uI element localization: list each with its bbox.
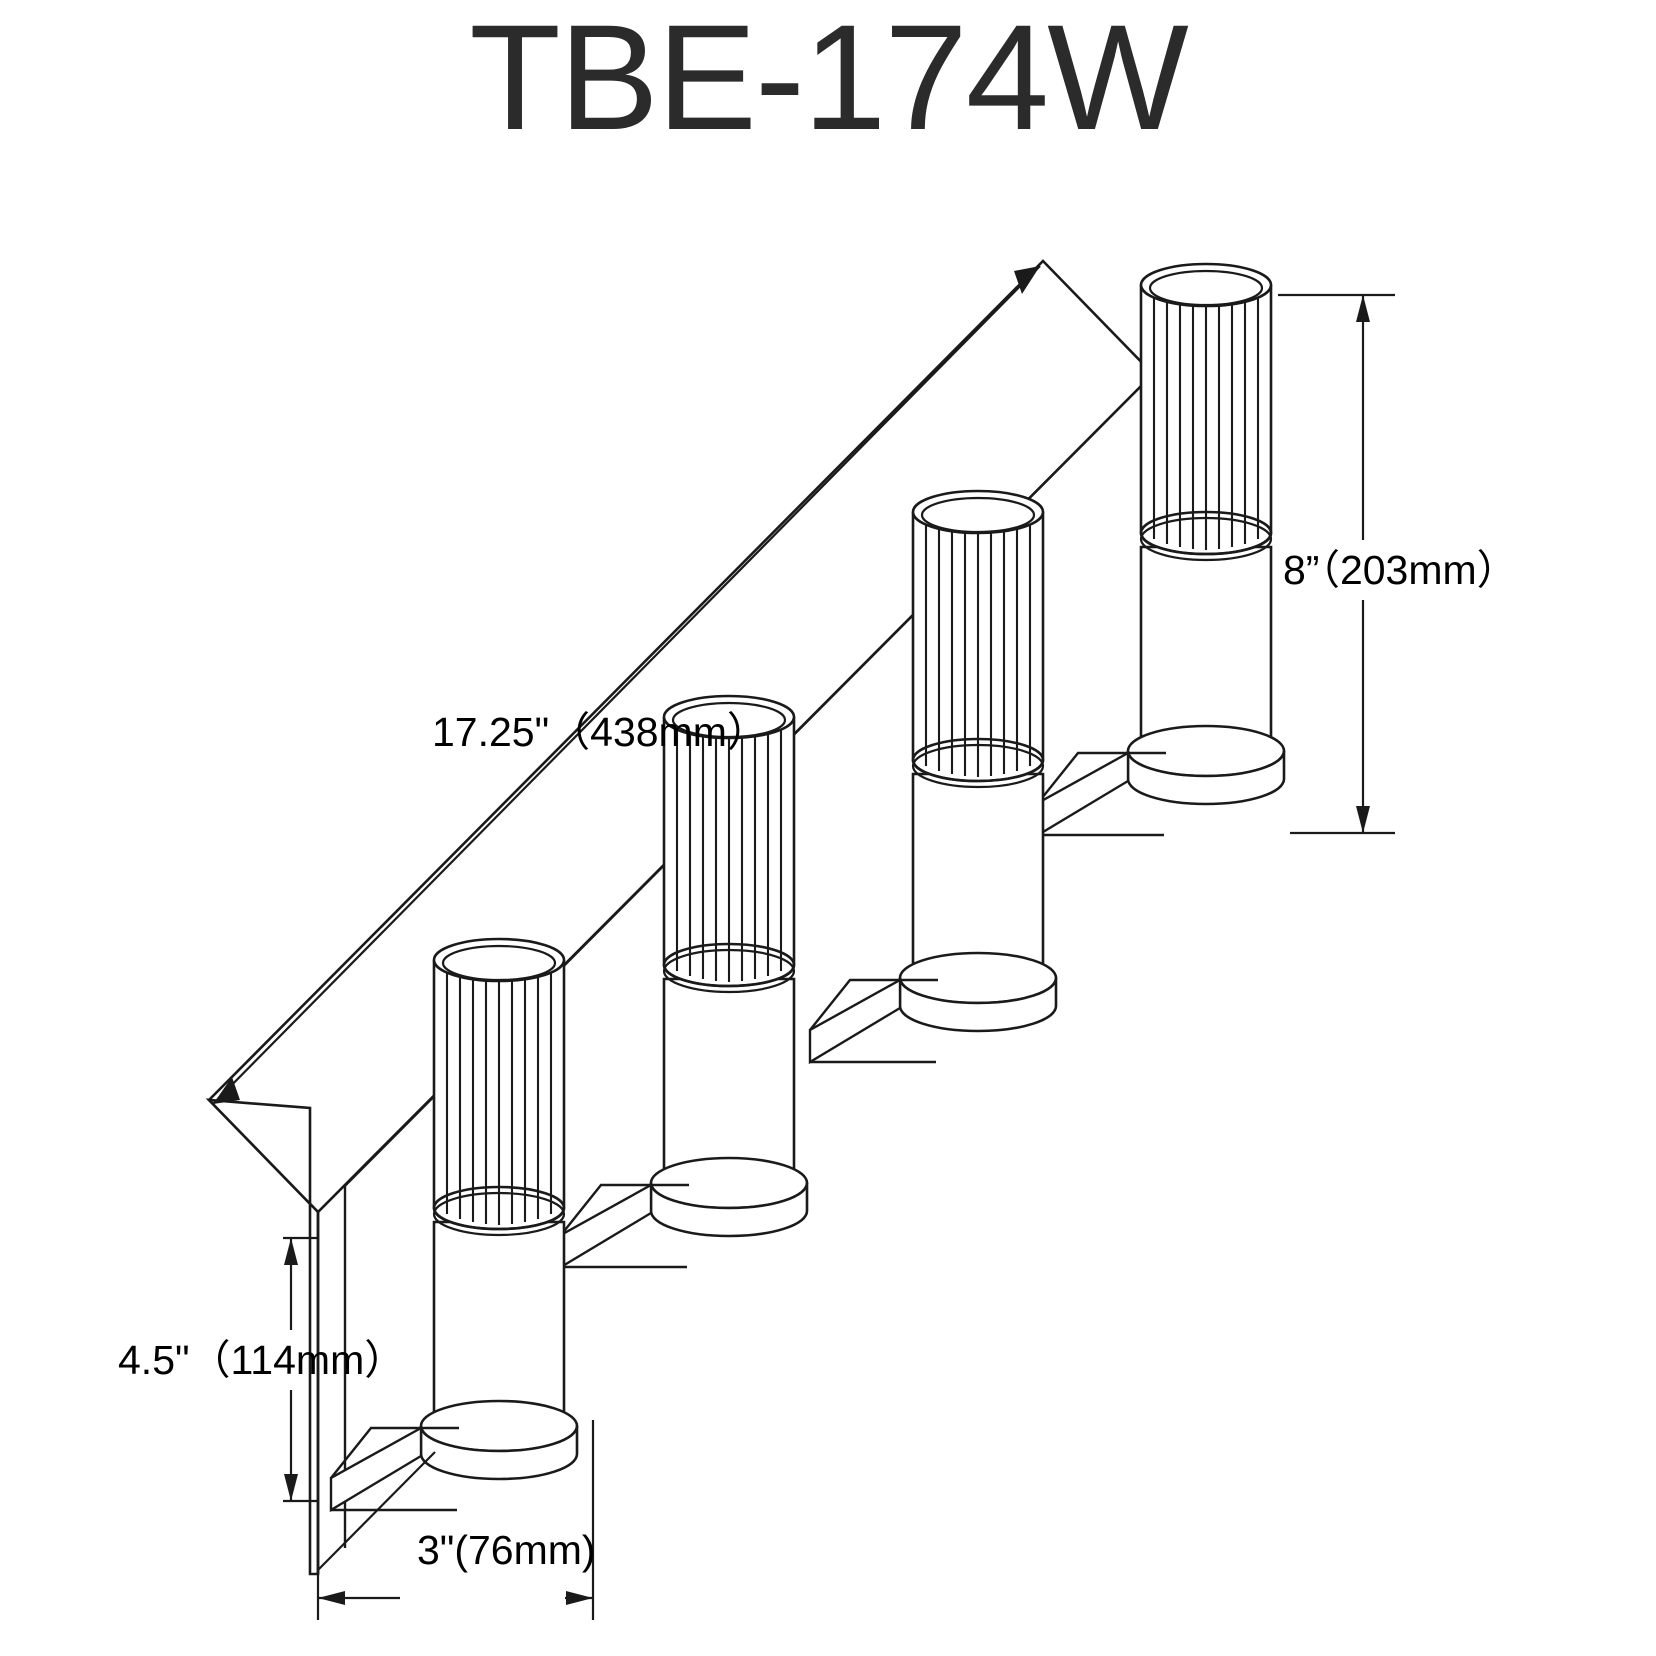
dimension-label-overall-height: 8”（203mm） (1283, 547, 1518, 593)
dimension-overall-width (212, 265, 1041, 1105)
page-title: TBE-174W (469, 0, 1189, 161)
dimension-overall-height (1278, 293, 1395, 835)
dimension-extension-depth (283, 1236, 318, 1503)
dimension-label-backplate-width: 3"(76mm) (417, 1527, 596, 1573)
dimension-label-overall-width: 17.25"（438mm） (432, 709, 768, 755)
dimension-label-extension-depth: 4.5"（114mm） (118, 1337, 406, 1383)
dimension-backplate-width (316, 1420, 595, 1620)
